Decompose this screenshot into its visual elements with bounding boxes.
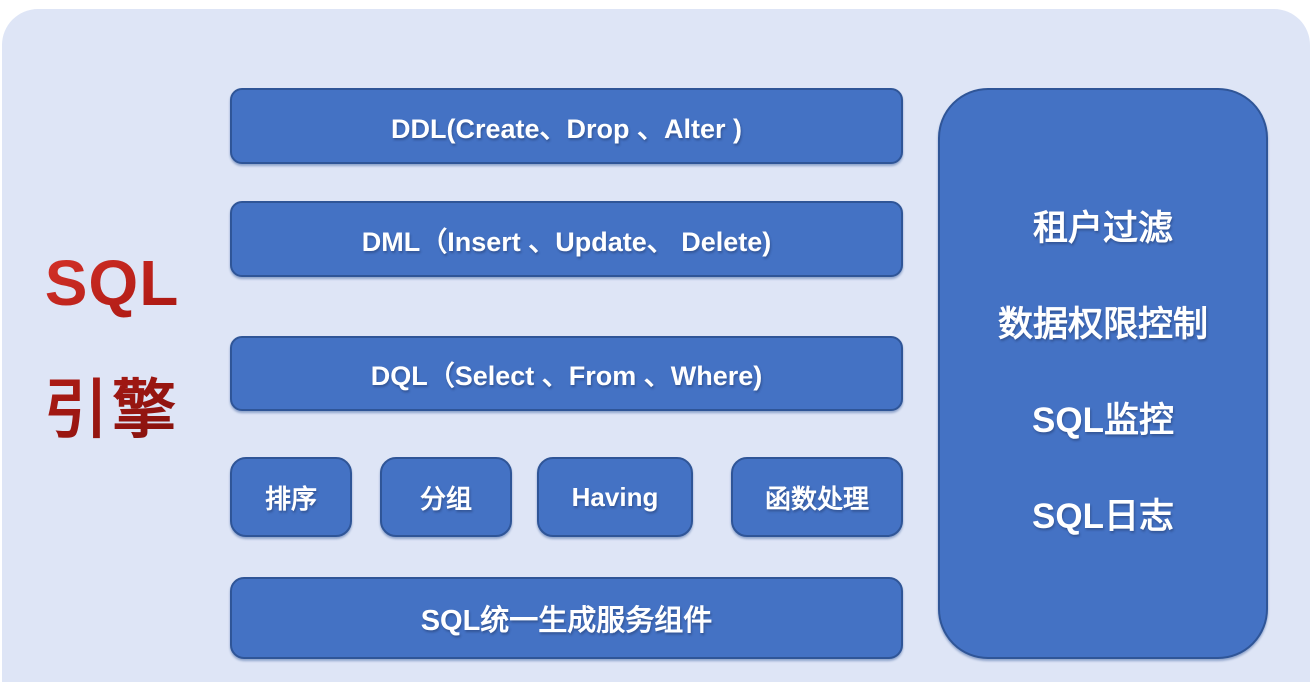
clause-label-sort: 排序 xyxy=(264,483,317,514)
clause-box-group: 分组 xyxy=(380,457,512,537)
dql-box: DQL（Select 、From 、Where) xyxy=(230,336,903,411)
dml-label: DML（Insert 、Update、 Delete) xyxy=(361,226,772,257)
clause-label-group: 分组 xyxy=(419,483,472,514)
panel-item-sql-monitor: SQL监控 xyxy=(1032,401,1174,440)
clause-box-having: Having xyxy=(537,457,693,537)
ddl-label: DDL(Create、Drop 、Alter ) xyxy=(390,113,743,144)
clause-label-function: 函数处理 xyxy=(764,483,869,514)
diagram-title: SQL 引擎 xyxy=(12,246,212,447)
sql-service-label: SQL统一生成服务组件 xyxy=(420,605,713,637)
dql-label: DQL（Select 、From 、Where) xyxy=(370,361,763,391)
panel-item-data-permission: 数据权限控制 xyxy=(997,305,1208,344)
sql-service-box: SQL统一生成服务组件 xyxy=(230,577,903,659)
panel-item-tenant-filter: 租户过滤 xyxy=(1032,209,1173,248)
ddl-box: DDL(Create、Drop 、Alter ) xyxy=(230,88,903,164)
governance-panel: 租户过滤 数据权限控制 SQL监控 SQL日志 xyxy=(938,88,1268,659)
clause-box-sort: 排序 xyxy=(230,457,352,537)
dml-box: DML（Insert 、Update、 Delete) xyxy=(230,201,903,277)
title-line-sql: SQL xyxy=(44,247,180,319)
panel-item-sql-log: SQL日志 xyxy=(1032,497,1174,536)
clause-box-function: 函数处理 xyxy=(731,457,903,537)
title-line-engine: 引擎 xyxy=(44,374,180,446)
clause-label-having: Having xyxy=(571,481,659,512)
